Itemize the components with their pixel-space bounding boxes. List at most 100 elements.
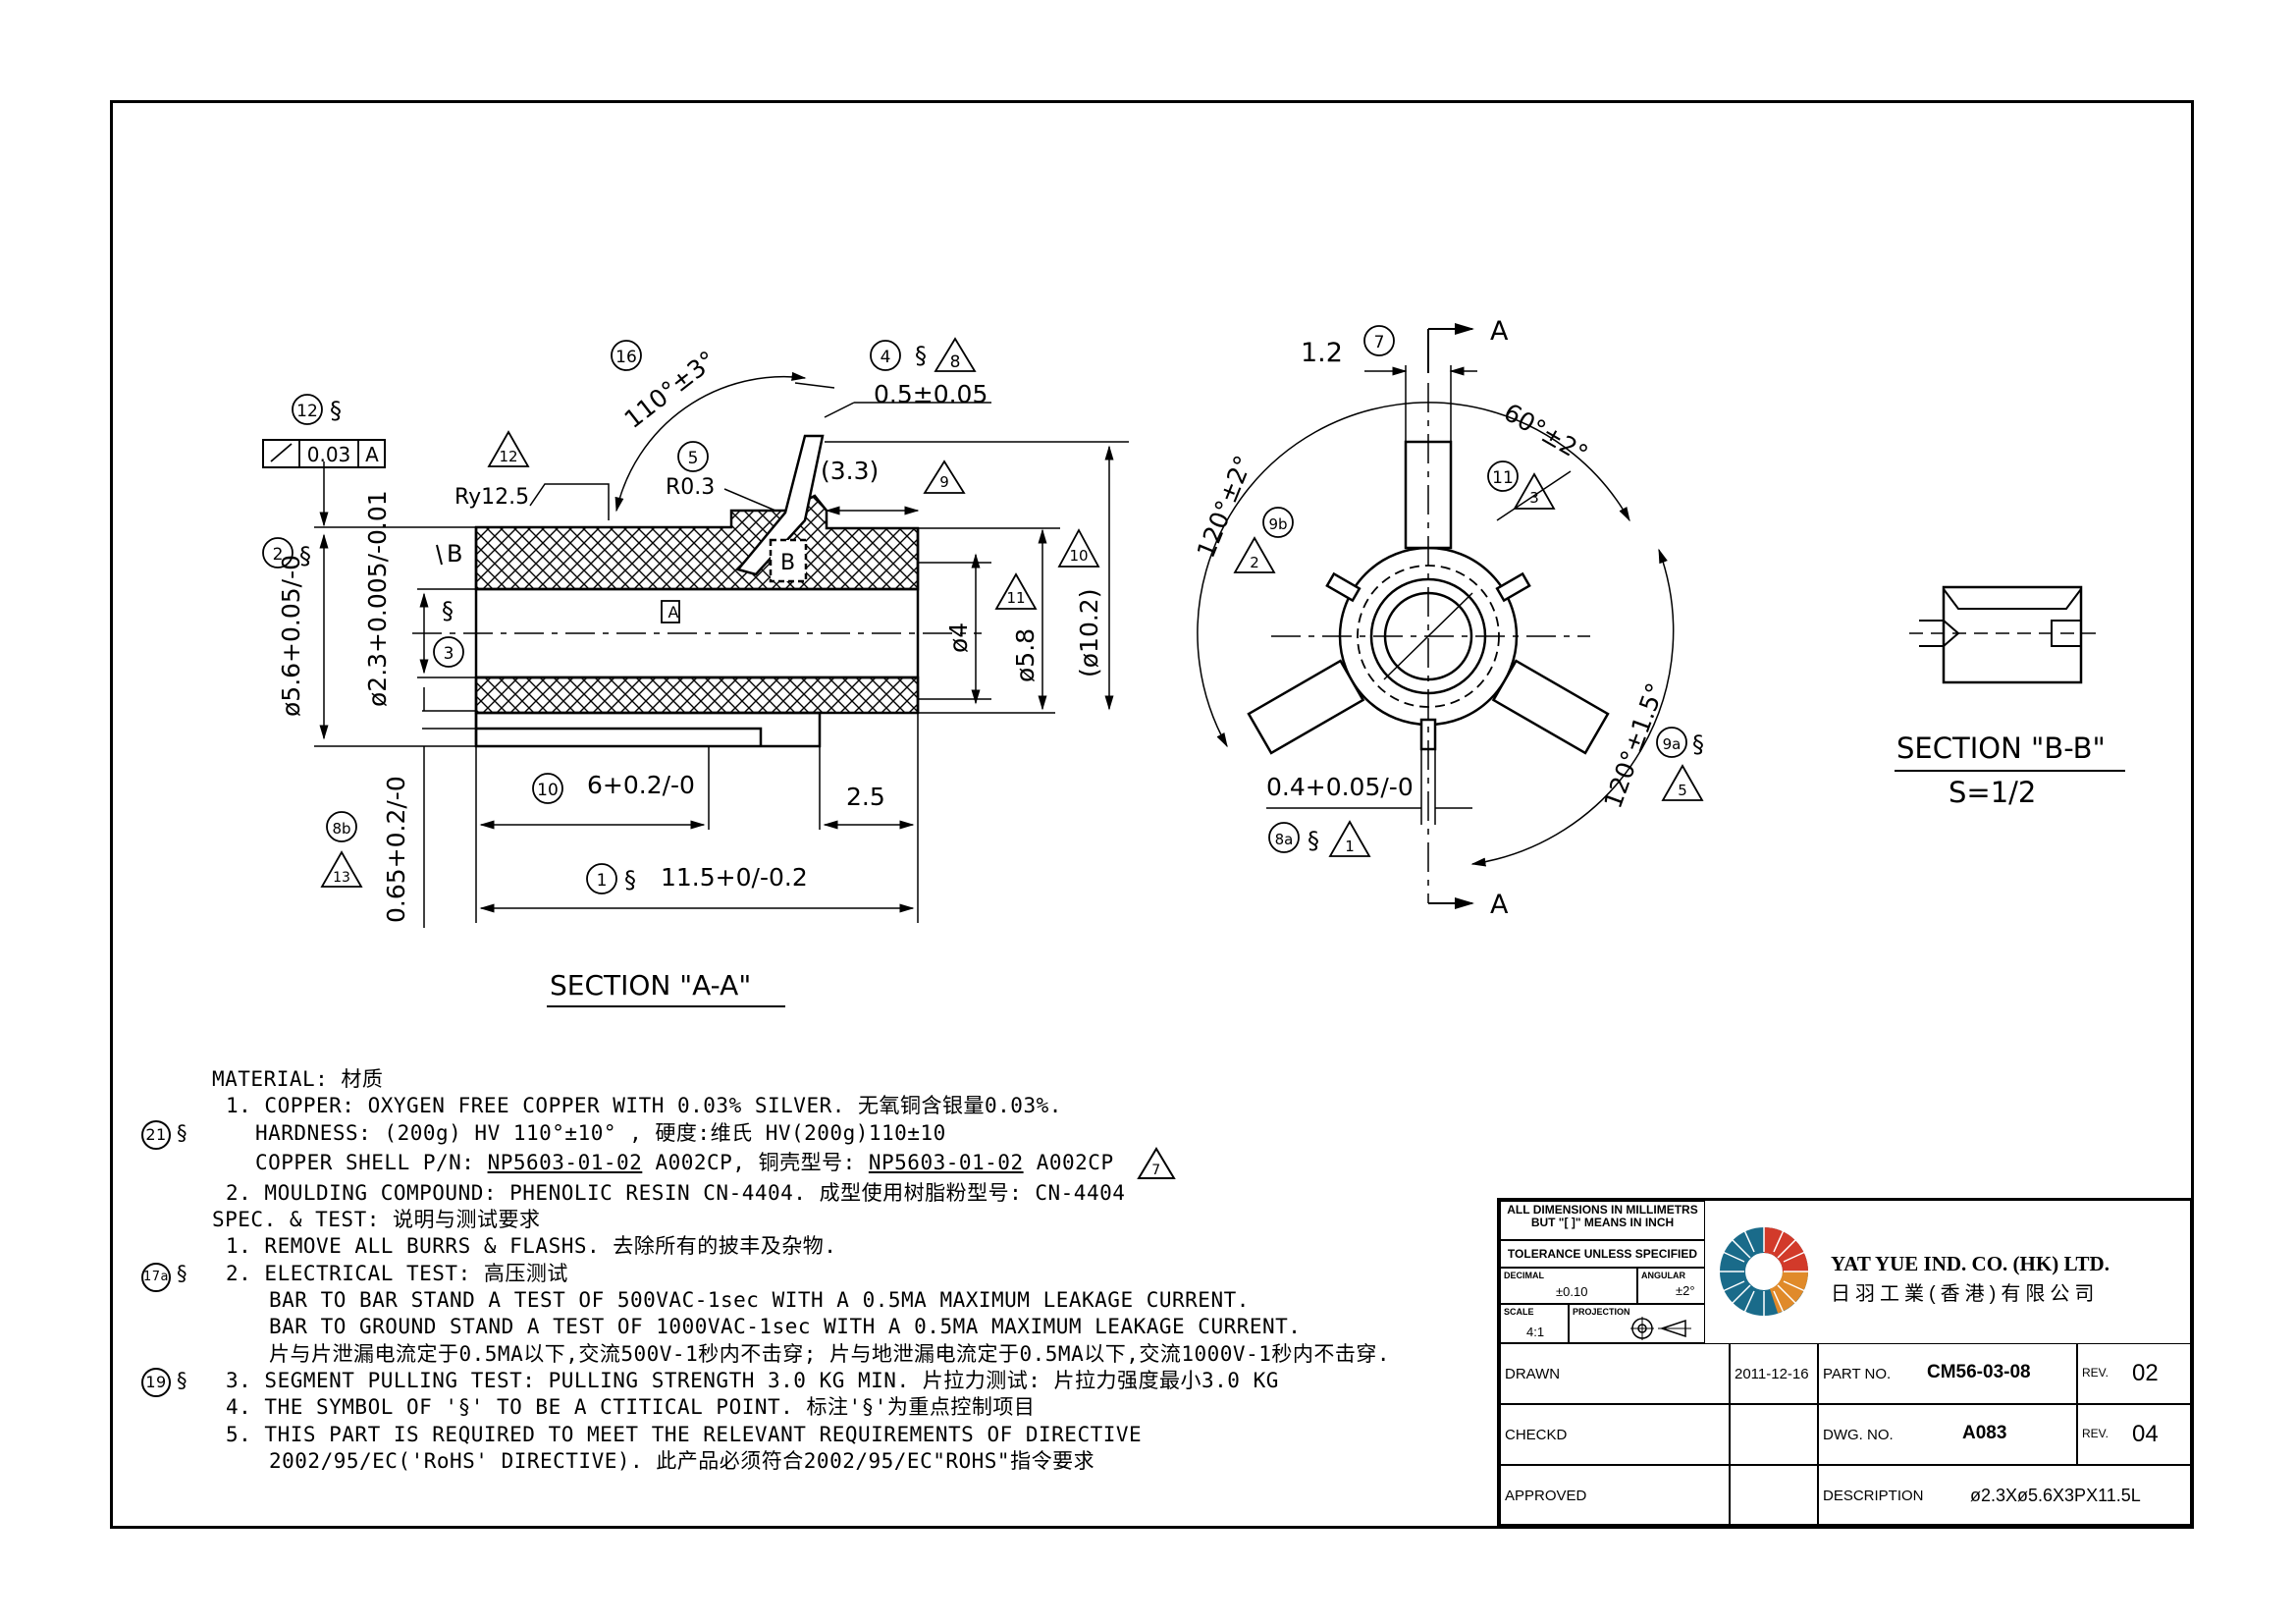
tri-12 bbox=[487, 430, 530, 467]
tri-11 bbox=[994, 572, 1038, 610]
ang-120b-label: 120°±1.5° bbox=[1598, 679, 1670, 812]
tri-13 bbox=[320, 850, 363, 888]
company-cell: YAT YUE IND. CO. (HK) LTD. 日羽工業(香港)有限公司 bbox=[1705, 1201, 2193, 1343]
elec-test-text: 2. ELECTRICAL TEST: 高压测试 bbox=[226, 1261, 568, 1285]
tri-12-text: 12 bbox=[499, 448, 517, 465]
dim-25-label: 2.5 bbox=[846, 783, 885, 811]
note-line: BAR TO BAR STAND A TEST OF 500VAC-1sec W… bbox=[269, 1288, 1250, 1313]
arc-120a bbox=[1197, 402, 1630, 748]
tri-5-text: 5 bbox=[1678, 782, 1687, 799]
scale-label: SCALE bbox=[1504, 1307, 1534, 1317]
dwg-no-cell: DWG. NO. A083 bbox=[1818, 1404, 2077, 1465]
dim-102-label: (ø10.2) bbox=[1075, 589, 1103, 677]
tri-8 bbox=[934, 337, 977, 372]
note-line: 19§ 3. SEGMENT PULLING TEST: PULLING STR… bbox=[141, 1367, 1488, 1397]
runout-fcf bbox=[262, 439, 386, 468]
balloon-11 bbox=[1487, 460, 1519, 492]
rev2-label: REV. bbox=[2082, 1427, 2109, 1440]
leader-thickness bbox=[794, 382, 991, 418]
decimal-value: ±0.10 bbox=[1556, 1284, 1588, 1299]
tri-1 bbox=[1328, 820, 1371, 857]
dim-115-label: 11.5+0/-0.2 bbox=[661, 863, 808, 892]
drawn-label: DRAWN bbox=[1505, 1366, 1561, 1382]
body-outline bbox=[474, 527, 920, 746]
bore-lines bbox=[476, 587, 918, 679]
mark-17a: 17a§ bbox=[141, 1261, 187, 1292]
ang-60-label: 60°±2° bbox=[1499, 398, 1593, 468]
checkd-cell: CHECKD bbox=[1500, 1404, 1730, 1465]
notes-block: MATERIAL: 材质 1. COPPER: OXYGEN FREE COPP… bbox=[141, 1066, 1488, 1475]
balloon-5-text: 5 bbox=[688, 449, 699, 468]
dim-4-label: ø4 bbox=[944, 623, 973, 653]
dims-note-2: BUT "[ ]" MEANS IN INCH bbox=[1530, 1216, 1675, 1229]
balloon-8a bbox=[1268, 822, 1300, 853]
detail-b-box bbox=[769, 538, 808, 583]
bb-outline bbox=[1942, 585, 2083, 684]
sect-17a: § bbox=[177, 1261, 187, 1285]
balloon-3 bbox=[433, 636, 464, 668]
balloon-9a-text: 9a bbox=[1663, 735, 1682, 753]
note-line: COPPER SHELL P/N: NP5603-01-02 A002CP, 铜… bbox=[212, 1146, 1488, 1180]
tri-13-text: 13 bbox=[333, 870, 350, 886]
part-no-value: CM56-03-08 bbox=[1927, 1362, 2031, 1382]
section-bb bbox=[1895, 585, 2125, 772]
sect-8a: § bbox=[1308, 827, 1319, 854]
drawn-date: 2011-12-16 bbox=[1735, 1366, 1809, 1382]
balloon-16 bbox=[611, 340, 642, 371]
company-name-en: YAT YUE IND. CO. (HK) LTD. bbox=[1831, 1252, 2109, 1275]
balloon-8a-text: 8a bbox=[1275, 831, 1294, 848]
part-no-cell: PART NO. CM56-03-08 bbox=[1818, 1343, 2077, 1404]
runout-datum: A bbox=[365, 443, 379, 466]
ext-lines-left bbox=[314, 526, 476, 747]
section-bb-scale: S=1/2 bbox=[1949, 776, 2036, 809]
sect-3: § bbox=[442, 597, 454, 624]
tri-5 bbox=[1661, 764, 1704, 801]
runout-value: 0.03 bbox=[307, 443, 351, 466]
shell-suffix: A002CP bbox=[1023, 1150, 1114, 1174]
projection-label: PROJECTION bbox=[1573, 1307, 1630, 1317]
note-line: 片与片泄漏电流定于0.5MA以下,交流500V-1秒内不击穿; 片与地泄漏电流定… bbox=[269, 1341, 1391, 1366]
shell-pn: NP5603-01-02 bbox=[487, 1150, 643, 1174]
balloon-21: 21 bbox=[141, 1119, 171, 1150]
approved-label: APPROVED bbox=[1505, 1488, 1587, 1504]
balloon-16-text: 16 bbox=[615, 348, 637, 367]
dims-note-1: ALL DIMENSIONS IN MILLIMETRS bbox=[1507, 1203, 1698, 1217]
balloon-19: 19 bbox=[141, 1367, 171, 1397]
tol-note: TOLERANCE UNLESS SPECIFIED bbox=[1500, 1240, 1705, 1268]
mark-19: 19§ bbox=[141, 1367, 187, 1397]
balloon-10 bbox=[532, 773, 563, 804]
dim-12-label: 1.2 bbox=[1301, 338, 1343, 368]
dim-56-label: ø5.6+0.05/-0 bbox=[277, 555, 305, 717]
decimal-label: DECIMAL bbox=[1504, 1271, 1544, 1280]
note-line: 5. THIS PART IS REQUIRED TO MEET THE REL… bbox=[226, 1422, 1143, 1446]
sect-1: § bbox=[624, 866, 636, 893]
balloon-1-text: 1 bbox=[597, 871, 608, 891]
balloon-12-text: 12 bbox=[296, 402, 318, 421]
company-logo bbox=[1719, 1226, 1809, 1317]
arc-120b bbox=[1470, 548, 1675, 867]
rev1-cell: REV. 02 bbox=[2077, 1343, 2193, 1404]
r03-label: R0.3 bbox=[666, 475, 715, 500]
sect-21: § bbox=[177, 1120, 187, 1145]
section-b-arrow bbox=[436, 544, 443, 566]
rev2-value: 04 bbox=[2132, 1421, 2159, 1447]
shell-cn: A002CP, 铜壳型号: bbox=[642, 1150, 869, 1174]
shell-pn-2: NP5603-01-02 bbox=[868, 1150, 1024, 1174]
sect-2: § bbox=[299, 542, 311, 569]
rev1-value: 02 bbox=[2132, 1360, 2159, 1386]
company-name-cn: 日羽工業(香港)有限公司 bbox=[1831, 1283, 2100, 1305]
balloon-10-text: 10 bbox=[537, 781, 559, 800]
cut-a-bottom: A bbox=[1490, 890, 1509, 920]
checkd-date-cell bbox=[1730, 1404, 1818, 1465]
leader-r03 bbox=[723, 488, 776, 512]
roughness-label: Ry12.5 bbox=[454, 485, 529, 510]
dims-note: ALL DIMENSIONS IN MILLIMETRS BUT "[ ]" M… bbox=[1500, 1201, 1705, 1240]
balloon-7 bbox=[1363, 325, 1395, 356]
balloon-3-text: 3 bbox=[444, 644, 454, 664]
tri-11-text: 11 bbox=[1006, 589, 1025, 607]
leader-ry bbox=[529, 483, 610, 520]
angular-label: ANGULAR bbox=[1641, 1271, 1685, 1280]
shell-label: COPPER SHELL P/N: bbox=[255, 1150, 488, 1174]
approved-cell: APPROVED bbox=[1500, 1465, 1730, 1525]
